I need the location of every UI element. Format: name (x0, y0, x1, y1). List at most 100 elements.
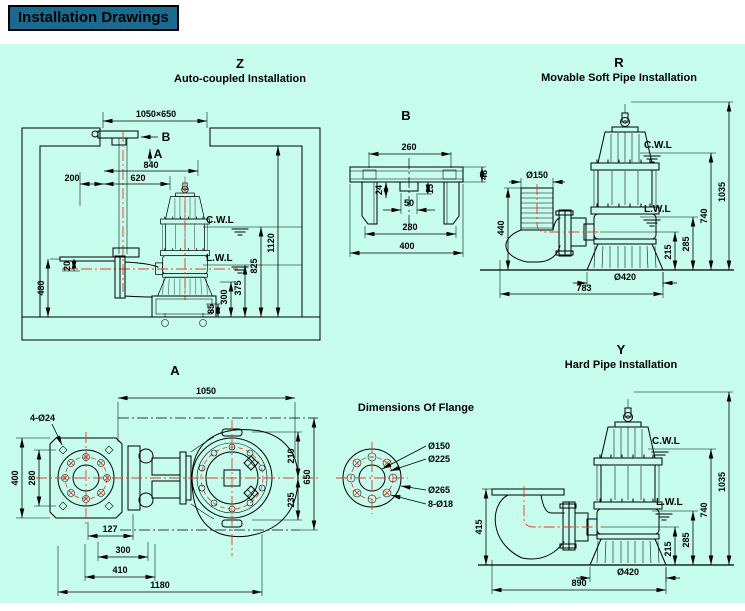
flange-leader-225: Ø225 (389, 454, 450, 472)
dim-210: 210 (252, 431, 302, 521)
svg-text:285: 285 (681, 236, 691, 251)
svg-text:85: 85 (206, 304, 216, 314)
svg-text:210: 210 (286, 448, 296, 463)
diagram-y-hard-pipe: Y Hard Pipe Installation 415 C.W.L (474, 342, 734, 594)
outlet-centerline-r (536, 184, 600, 233)
aux-centerlines-a (118, 417, 318, 531)
cwl-label-z: C.W.L (206, 215, 234, 226)
diagram-a-plan-view: A 4-Ø24 400 (10, 363, 318, 596)
diagram-z-auto-coupled: Z Auto-coupled Installation 1050×650 B (21, 56, 321, 341)
page-title: Installation Drawings (8, 5, 179, 31)
dim-1035-y: 1035 (634, 391, 733, 565)
label-4xd24: 4-Ø24 (30, 413, 63, 446)
svg-text:740: 740 (699, 502, 709, 517)
svg-text:50: 50 (404, 198, 414, 208)
svg-text:400: 400 (10, 470, 20, 485)
discharge-elbow-r (505, 209, 587, 263)
svg-text:215: 215 (663, 541, 673, 556)
flange-leader-265: Ø265 (400, 485, 450, 495)
dim-650: 650 (300, 418, 318, 531)
svg-text:620: 620 (130, 173, 145, 183)
svg-text:4-Ø24: 4-Ø24 (30, 413, 55, 423)
cwl-label-r: C.W.L (644, 140, 672, 151)
svg-text:650: 650 (302, 469, 312, 484)
dim-260: 260 (368, 142, 452, 168)
dim-pit-opening: 1050×650 (102, 109, 208, 128)
section-letter-y: Y (617, 342, 626, 357)
dim-24: 24 (374, 182, 389, 198)
dim-1120: 1120 (266, 146, 281, 317)
dim-890: 890 (491, 560, 667, 594)
section-letter-r: R (614, 55, 624, 70)
dim-440: 440 (496, 187, 521, 270)
svg-text:280: 280 (27, 470, 37, 485)
lwl-label-z: L.W.L (206, 253, 233, 264)
water-level-icon (231, 266, 249, 274)
diagram-r-title: Movable Soft Pipe Installation (541, 72, 697, 84)
dim-375: 375 (233, 265, 248, 317)
svg-text:127: 127 (102, 524, 117, 534)
svg-text:Ø265: Ø265 (428, 485, 450, 495)
flange-leader-8x18: 8-Ø18 (390, 494, 453, 509)
svg-text:15: 15 (425, 184, 435, 194)
discharge-elbow-y (491, 488, 589, 560)
svg-text:B: B (162, 130, 171, 144)
submersible-pump-r (583, 103, 664, 271)
diagram-flange-detail: Dimensions Of Flange Ø150 Ø225 (336, 402, 474, 514)
dim-783: 783 (499, 260, 664, 298)
dim-215-y: 215 (604, 526, 679, 565)
svg-text:415: 415 (474, 519, 484, 534)
lwl-label-r: L.W.L (644, 204, 671, 215)
diagram-b-bracket-detail: B 260 48 24 (349, 108, 489, 257)
svg-text:235: 235 (286, 492, 296, 507)
dim-840: 840 (104, 160, 199, 176)
svg-text:Ø150: Ø150 (526, 170, 548, 180)
dim-740-y: 740 (699, 449, 714, 565)
svg-text:300: 300 (115, 545, 130, 555)
coupling-base-stand (151, 295, 217, 327)
dim-825: 825 (249, 227, 264, 317)
dim-1050-a: 1050 (117, 386, 296, 458)
diagram-z-title: Auto-coupled Installation (174, 73, 306, 85)
plate-corner-holes (58, 445, 114, 511)
svg-text:740: 740 (699, 208, 709, 223)
cwl-label-y: C.W.L (652, 436, 680, 447)
rail-top-bracket (91, 130, 139, 146)
dim-48: 48 (463, 166, 489, 183)
svg-text:285: 285 (681, 532, 691, 547)
section-arrow-a: A (147, 147, 163, 162)
svg-text:375: 375 (233, 280, 243, 295)
bracket-beam (349, 166, 464, 183)
svg-text:1050: 1050 (196, 386, 216, 396)
dim-15: 15 (418, 182, 435, 195)
dim-400: 400 (349, 184, 464, 257)
flange-leader-150: Ø150 (381, 441, 450, 470)
drawing-panel (0, 44, 745, 603)
svg-text:Ø420: Ø420 (614, 272, 636, 282)
svg-text:1035: 1035 (717, 472, 727, 492)
discharge-elbow-z (59, 247, 159, 299)
dim-285-r: 285 (681, 217, 696, 270)
svg-text:1050×650: 1050×650 (136, 109, 176, 119)
pit-wall-left (21, 127, 101, 318)
svg-text:260: 260 (401, 142, 416, 152)
section-letter-z: Z (236, 56, 244, 71)
svg-text:1180: 1180 (150, 580, 170, 590)
lwl-label-y: L.W.L (656, 497, 683, 508)
svg-text:783: 783 (576, 283, 591, 293)
bracket-hook-left (361, 181, 378, 225)
outlet-centerline-y (523, 486, 604, 528)
section-letter-b: B (401, 108, 410, 123)
dim-127: 127 (87, 514, 134, 540)
dim-285-y: 285 (681, 511, 696, 565)
svg-text:440: 440 (496, 220, 506, 235)
flange-face (336, 442, 408, 514)
svg-text:280: 280 (402, 222, 417, 232)
dim-740-r: 740 (699, 153, 714, 270)
svg-text:825: 825 (249, 258, 259, 273)
svg-text:410: 410 (112, 565, 127, 575)
diagram-y-title: Hard Pipe Installation (565, 359, 678, 371)
dim-300-a: 300 (97, 542, 149, 561)
dim-235: 235 (286, 478, 301, 520)
